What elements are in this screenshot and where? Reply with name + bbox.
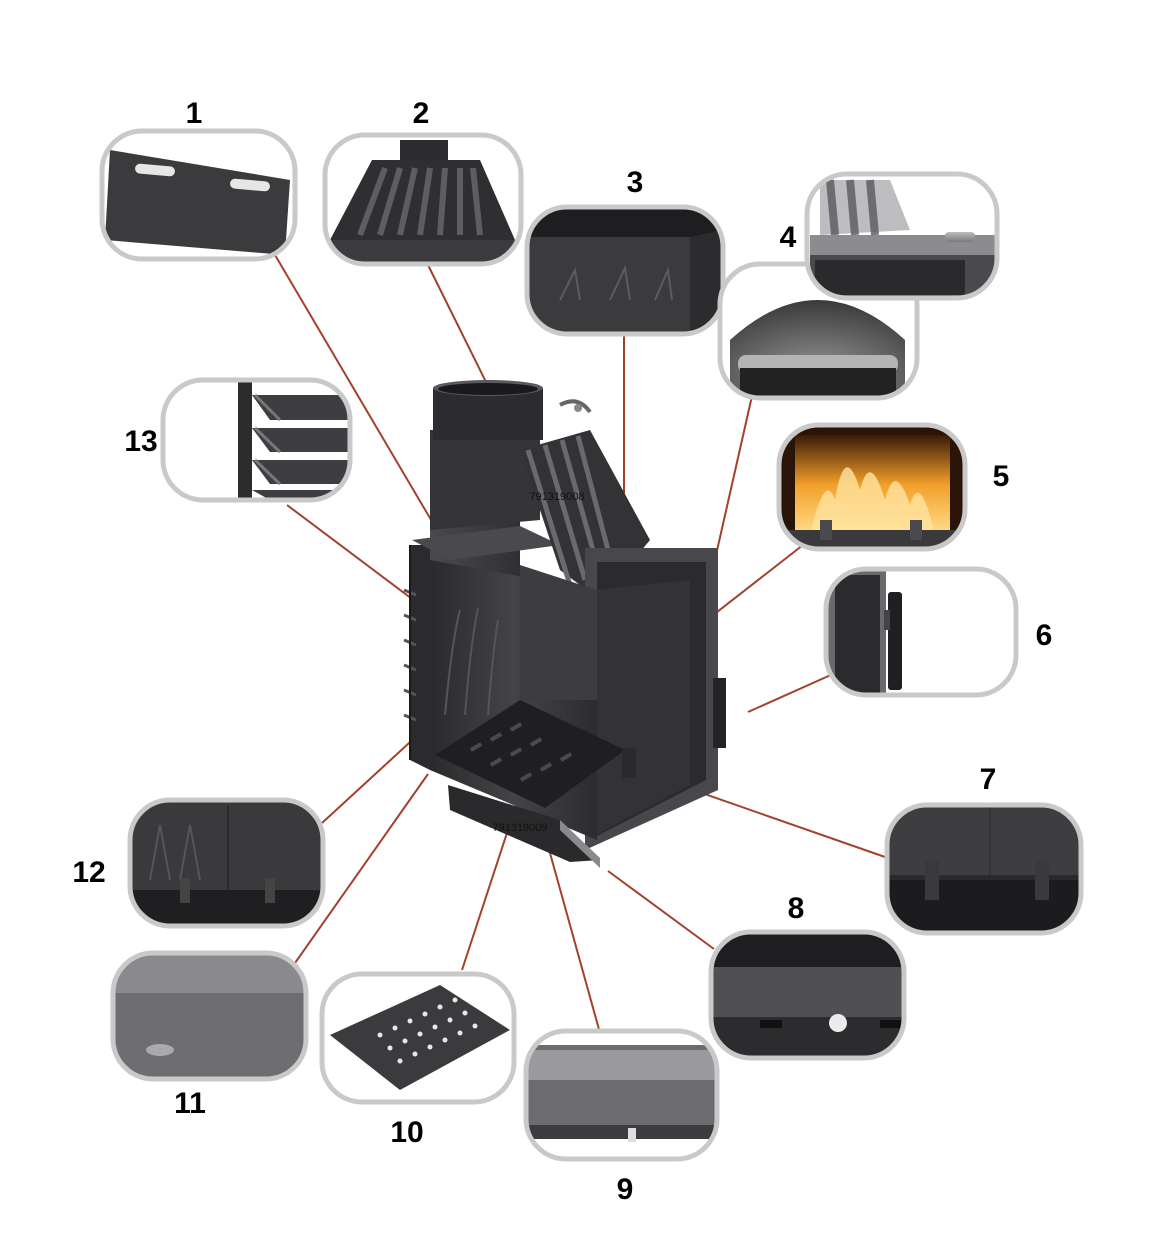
leader-line-4 — [715, 395, 753, 556]
label-8: 8 — [787, 892, 805, 925]
leader-line-1 — [274, 254, 438, 531]
label-10: 10 — [390, 1116, 424, 1149]
label-3: 3 — [626, 166, 644, 199]
detail-bubble-1 — [99, 128, 298, 262]
grate-floor — [435, 700, 625, 808]
label-4: 4 — [779, 221, 797, 254]
detail-bubble-9 — [523, 1028, 720, 1162]
label-11: 11 — [174, 1087, 206, 1120]
detail-bubble-3 — [524, 204, 726, 337]
detail-bubble-4-dome — [717, 261, 920, 401]
label-5: 5 — [992, 460, 1010, 493]
leader-line-11 — [294, 773, 429, 964]
detail-bubble-8 — [708, 929, 907, 1061]
leader-line-9 — [544, 834, 601, 1034]
leader-line-8 — [607, 870, 715, 950]
part-code-791319008: 791319008 — [529, 491, 584, 503]
detail-bubble-12 — [127, 797, 326, 929]
flue-collar — [433, 380, 543, 440]
part-code-791319009: 791319009 — [492, 822, 547, 834]
door-hinge — [713, 678, 726, 748]
label-12: 12 — [72, 856, 106, 889]
detail-bubble-11 — [110, 950, 309, 1082]
label-13: 13 — [124, 425, 158, 458]
label-6: 6 — [1035, 619, 1053, 652]
detail-bubble-6 — [823, 566, 1019, 698]
label-9: 9 — [616, 1173, 634, 1206]
detail-bubble-2 — [322, 132, 524, 267]
baffle-plate — [412, 526, 560, 560]
leader-line-6 — [747, 673, 834, 713]
label-2: 2 — [412, 97, 430, 130]
detail-bubble-13 — [160, 377, 353, 503]
detail-bubble-5 — [776, 422, 968, 552]
ash-pan — [448, 785, 600, 862]
detail-bubble-10 — [319, 971, 517, 1105]
detail-bubble-7 — [884, 802, 1084, 936]
fireplace-insert — [403, 380, 726, 868]
detail-bubble-4-pin — [804, 171, 1000, 301]
label-7: 7 — [979, 763, 997, 796]
label-1: 1 — [185, 97, 203, 130]
